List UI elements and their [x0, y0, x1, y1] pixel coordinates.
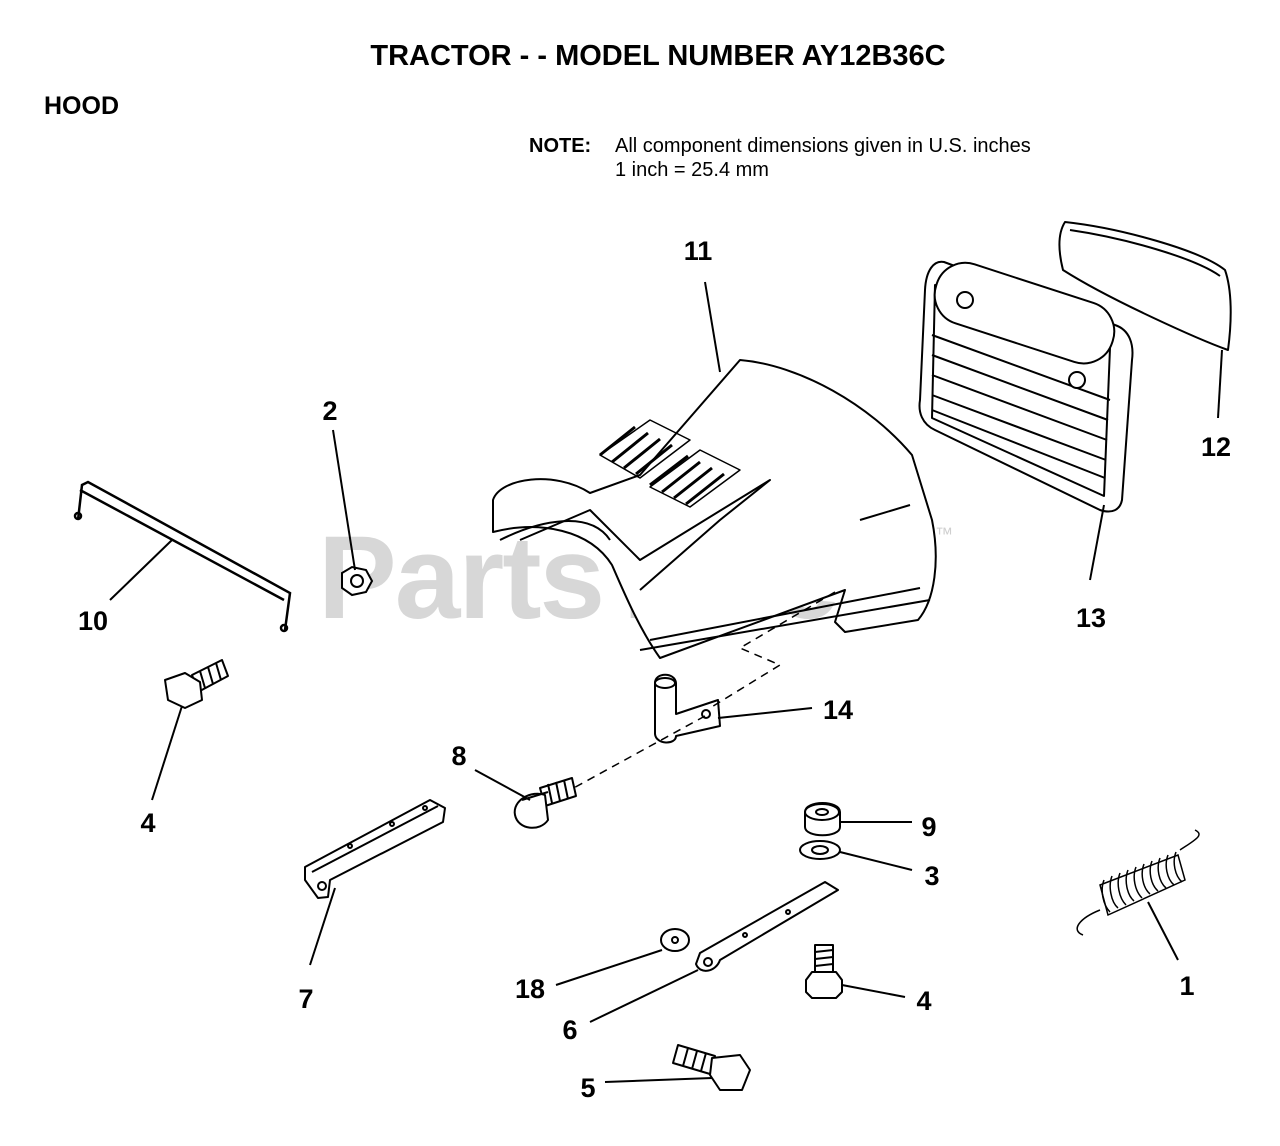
flange-bolt-icon[interactable]	[513, 777, 577, 829]
callout-8: 8	[451, 741, 466, 771]
shoulder-bolt-icon[interactable]	[672, 1044, 751, 1091]
assembly-line	[569, 591, 836, 791]
note-line-2: 1 inch = 25.4 mm	[615, 159, 769, 181]
grille-insert-icon[interactable]	[1058, 221, 1232, 351]
hood-rod-icon[interactable]	[73, 480, 292, 633]
watermark-tm: ™	[935, 524, 953, 544]
bolt-icon[interactable]	[805, 944, 843, 999]
hinge-clip-icon[interactable]	[654, 673, 721, 744]
section-title: HOOD	[44, 92, 119, 120]
washer-icon[interactable]	[799, 840, 841, 860]
note-line-1: All component dimensions given in U.S. i…	[615, 135, 1031, 157]
lock-nut-icon[interactable]	[804, 802, 841, 837]
callout-14: 14	[823, 695, 853, 725]
callout-10: 10	[78, 606, 108, 636]
dimension-note: NOTE: All component dimensions given in U…	[529, 134, 1031, 182]
callout-4-right: 4	[916, 986, 931, 1016]
diagram-title: TRACTOR - - MODEL NUMBER AY12B36C	[370, 40, 946, 72]
grille-icon[interactable]	[918, 255, 1134, 513]
callout-7: 7	[298, 984, 313, 1014]
callout-18: 18	[515, 974, 545, 1004]
callout-5: 5	[580, 1073, 595, 1103]
hood-icon[interactable]	[492, 359, 937, 659]
hex-nut-icon[interactable]	[341, 565, 374, 597]
callout-1: 1	[1179, 971, 1194, 1001]
bolt-icon[interactable]	[164, 659, 229, 709]
spring-icon[interactable]	[1076, 829, 1200, 936]
flat-washer-icon[interactable]	[660, 928, 690, 952]
hood-bracket-icon[interactable]	[304, 799, 446, 899]
callout-12: 12	[1201, 432, 1231, 462]
callout-4-left: 4	[140, 808, 155, 838]
callout-9: 9	[921, 812, 936, 842]
callouts: 11 12 13 2 10 14 8 4 9 3 1 7 18 6 4 5	[78, 236, 1231, 1103]
callout-11: 11	[684, 236, 713, 266]
callout-3: 3	[924, 861, 939, 891]
note-label: NOTE:	[529, 135, 592, 157]
callout-6: 6	[562, 1015, 577, 1045]
hood-strap-icon[interactable]	[695, 881, 839, 972]
callout-2: 2	[322, 396, 337, 426]
callout-13: 13	[1076, 603, 1106, 633]
leader-lines	[109, 281, 1223, 1083]
